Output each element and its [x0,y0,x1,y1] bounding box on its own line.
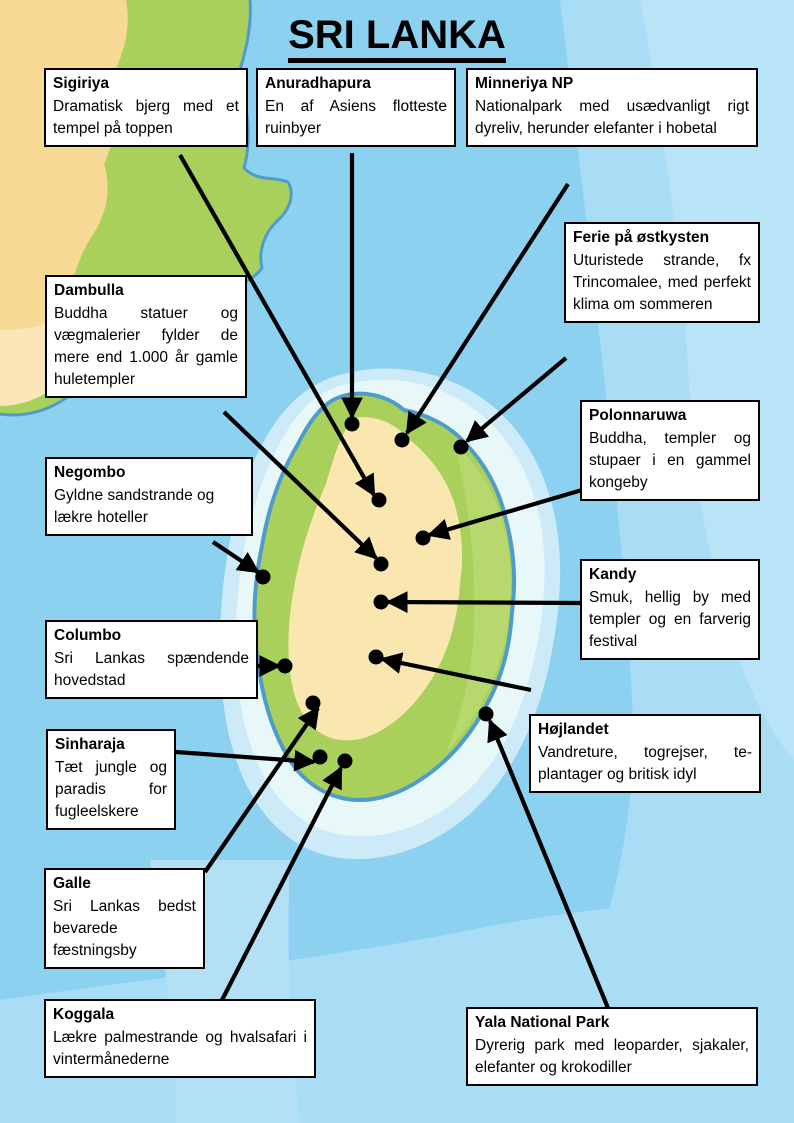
callout-text: Dyrerig park med leoparder, sjakaler, el… [475,1036,749,1076]
callout-galle[interactable]: Galle Sri Lankas bedst bevarede fæstning… [44,868,205,969]
callout-text: Dramatisk bjerg med et tempel på toppen [53,97,239,137]
callout-title: Yala National Park [475,1014,610,1031]
callout-columbo[interactable]: Columbo Sri Lankas spændende hovedstad [45,620,258,699]
callout-title: Minneriya NP [475,75,574,92]
callout-text: Buddha statuer og vægmalerier fylder de … [54,304,238,388]
callout-title: Columbo [54,627,122,644]
callout-title: Dambulla [54,282,124,299]
callout-minneriya-np[interactable]: Minneriya NP Nationalpark med usædvanlig… [466,68,758,147]
callout-title: Polonnaruwa [589,407,687,424]
callout-kandy[interactable]: Kandy Smuk, hellig by med templer og en … [580,559,760,660]
callout-title: Kandy [589,566,637,583]
callout-dambulla[interactable]: Dambulla Buddha statuer og vægmalerier f… [45,275,247,398]
page-title: SRI LANKA [0,13,794,63]
callout-text: Buddha, templer og stupaer i en gammel k… [589,429,751,491]
callout-yala-national-park[interactable]: Yala National Park Dyrerig park med leop… [466,1007,758,1086]
callout-hoejlandet[interactable]: Højlandet Vandreture, togrejser, te-plan… [529,714,761,793]
callout-text: En af Asiens flotteste ruinbyer [265,97,447,137]
callout-text: Gyldne sandstrande og lækre hoteller [54,486,215,526]
callout-text: Nationalpark med usædvanligt rigt dyreli… [475,97,749,137]
callout-sinharaja[interactable]: Sinharaja Tæt jungle og paradis for fugl… [46,729,176,830]
page-title-text: SRI LANKA [288,13,506,63]
callout-text: Vandreture, togrejser, te-plantager og b… [538,743,752,783]
callout-title: Galle [53,875,91,892]
callout-ferie-paa-oestkysten[interactable]: Ferie på østkysten Uturistede strande, f… [564,222,760,323]
callout-text: Lækre palmestrande og hvalsafari i vinte… [53,1028,307,1068]
callout-title: Anuradhapura [265,75,371,92]
callout-text: Sri Lankas spændende hovedstad [54,649,249,689]
callout-koggala[interactable]: Koggala Lækre palmestrande og hvalsafari… [44,999,316,1078]
callout-title: Højlandet [538,721,609,738]
callout-text: Tæt jungle og paradis for fugleelskere [55,758,167,820]
callout-sigiriya[interactable]: Sigiriya Dramatisk bjerg med et tempel p… [44,68,248,147]
callout-negombo[interactable]: Negombo Gyldne sandstrande og lækre hote… [45,457,253,536]
callout-text: Smuk, hellig by med templer og en farver… [589,588,751,650]
callout-title: Ferie på østkysten [573,229,710,246]
callout-polonnaruwa[interactable]: Polonnaruwa Buddha, templer og stupaer i… [580,400,760,501]
callout-title: Negombo [54,464,126,481]
callout-text: Uturistede strande, fx Trincomalee, med … [573,251,751,313]
callout-anuradhapura[interactable]: Anuradhapura En af Asiens flotteste ruin… [256,68,456,147]
callout-title: Sigiriya [53,75,109,92]
callout-text: Sri Lankas bedst bevarede fæstningsby [53,897,196,959]
callout-title: Sinharaja [55,736,125,753]
callout-title: Koggala [53,1006,115,1023]
